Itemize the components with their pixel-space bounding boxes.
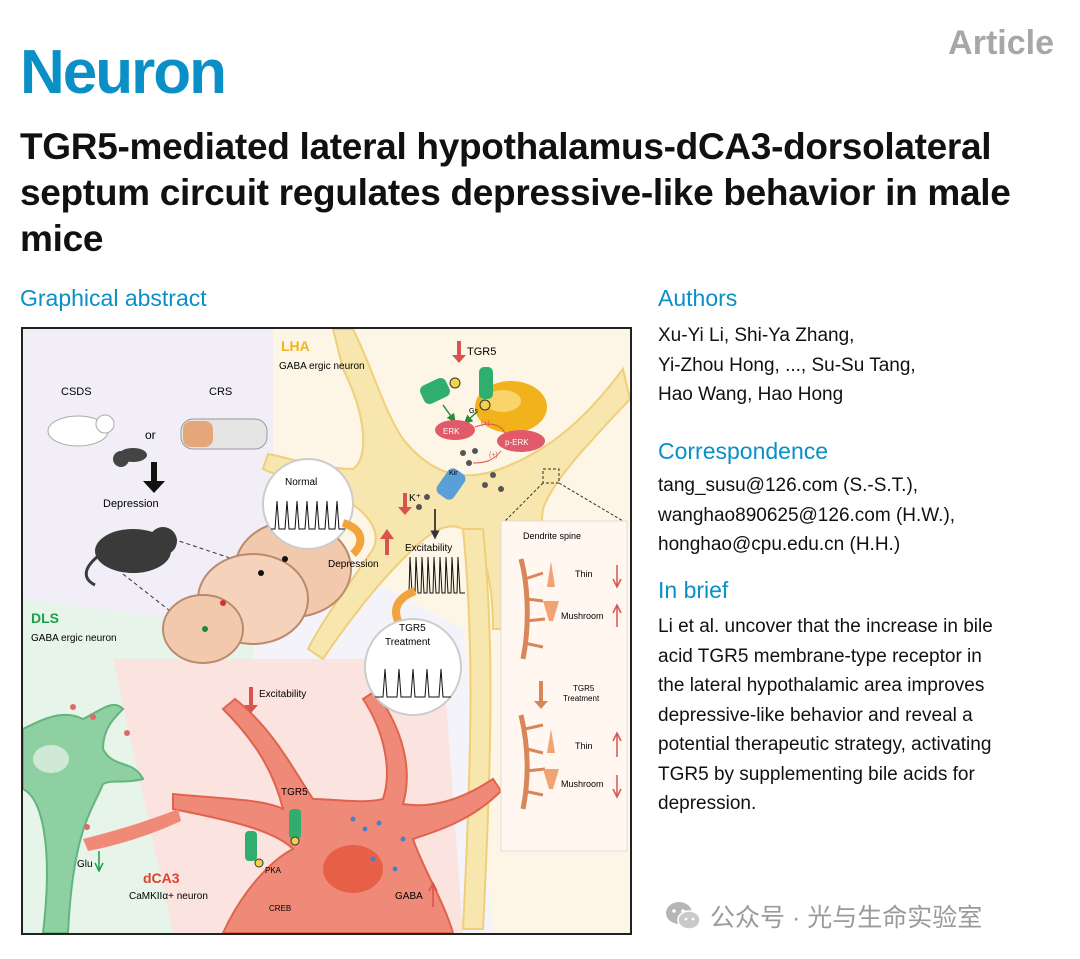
label-normal: Normal [285,477,317,488]
erk-node [435,420,475,440]
tgr5-receptor-icon [420,367,493,411]
label-or: or [145,428,156,442]
dca3-neuron-shape [83,689,503,933]
label-tgr5-treat: TGR5 [399,623,426,634]
label-dls-sub: GABA ergic neuron [31,633,117,644]
label-kir: Kir [449,470,458,477]
label-tgr5-bottom: TGR5 [281,787,308,798]
orange-arrow-icon [341,519,365,557]
dendrite-spine-panel: Dendrite spine Thin Mushroom TGR5 Treatm… [500,520,628,852]
paper-title: TGR5-mediated lateral hypothalamus-dCA3-… [20,126,1011,259]
dark-mouse-icon [84,527,177,587]
label-excitability-bottom: Excitability [259,689,306,700]
correspondence-heading: Correspondence [658,438,829,464]
high-excitability-trace [405,556,465,594]
label-kplus: K⁺ [409,493,421,504]
k-down-arrow-icon [398,493,412,515]
label-dca3: dCA3 [143,870,180,886]
label-thin-1: Thin [575,569,593,579]
in-brief-text: Li et al. uncover that the increase in b… [658,612,993,819]
label-depression-top: Depression [103,498,159,510]
label-plus-2: (+) [489,452,498,459]
label-erk: ERK [443,427,460,436]
label-creb: CREB [269,904,291,913]
label-treatment-small: Treatment [563,694,600,703]
in-brief-line: depression. [658,793,757,814]
correspondence-email-link[interactable]: honghao@cpu.edu.cn (H.H.) [658,534,901,555]
authors-heading: Authors [658,285,738,311]
watermark-text: 公众号 · 光与生命实验室 [710,904,983,932]
tgr5-treatment-panel: TGR5 Treatment [364,618,462,716]
ion-particles [460,448,504,492]
label-thin-2: Thin [575,741,593,751]
tgr5-up-arrow-icon [452,341,466,363]
label-gaba: GABA [395,891,423,902]
zoom-box [542,468,560,484]
label-glu: Glu [77,859,93,870]
label-csds: CSDS [61,386,92,398]
graphical-abstract-figure: CSDS CRS or Depression Normal Depression… [21,327,632,935]
label-tgr5-small: TGR5 [573,684,595,693]
wechat-icon [666,902,701,930]
in-brief-line: the lateral hypothalamic area improves [658,675,985,696]
gaba-vesicles [350,816,406,872]
restraint-tube-icon [180,418,268,450]
excitability-down-arrow-icon [244,687,258,713]
correspondence-email-link[interactable]: tang_susu@126.com (S.-S.T.), [658,475,919,496]
journal-name: Neuron [20,38,227,107]
orange-arrow-icon-2 [392,587,417,625]
in-brief-heading: In brief [658,577,729,603]
in-brief-line: TGR5 by supplementing bile acids for [658,763,975,785]
gaba-up-arrow-icon [428,881,438,892]
down-arrow-icon [143,462,165,493]
label-pka: PKA [265,866,282,875]
label-lha: LHA [281,338,310,354]
correspondence-list: tang_susu@126.com (S.-S.T.), wanghao8906… [658,471,955,560]
kir-channel-icon [436,468,466,500]
graphical-abstract-heading: Graphical abstract [20,285,207,311]
author-line: Hao Wang, Hao Hong [658,384,844,405]
in-brief-line: potential therapeutic strategy, activati… [658,734,992,755]
label-depression-mid: Depression [328,559,379,570]
in-brief-line: Li et al. uncover that the increase in b… [658,616,993,637]
label-tgr5-top: TGR5 [467,346,496,358]
label-mushroom-2: Mushroom [561,779,604,789]
label-treatment: Treatment [385,637,430,648]
label-dls: DLS [31,610,59,626]
glu-down-arrow-icon [94,862,104,873]
label-lha-sub: GABA ergic neuron [279,361,365,372]
normal-trace-panel: Normal [262,458,354,550]
tgr5-receptor-icon-bottom [245,809,301,868]
author-line: Xu-Yi Li, Shi-Ya Zhang, [658,325,855,346]
label-perk: p-ERK [505,438,529,447]
watermark: 公众号 · 光与生命实验室 [664,898,982,934]
label-dendrite-spine: Dendrite spine [523,531,581,541]
in-brief-line: depressive-like behavior and reveal a [658,704,973,726]
dls-neuron-shape [23,703,145,933]
label-gs: Gs [469,408,478,415]
authors-list: Xu-Yi Li, Shi-Ya Zhang, Yi-Zhou Hong, ..… [658,321,916,410]
label-plus-1: (+) [481,420,490,427]
glu-vesicles [70,704,130,830]
white-mouse-icon [47,414,147,467]
label-excitability-top: Excitability [405,543,452,554]
label-mushroom-1: Mushroom [561,611,604,621]
perk-node [497,430,545,452]
article-type-label: Article [948,24,1054,62]
in-brief-line: acid TGR5 membrane-type receptor in [658,645,982,667]
excitability-up-arrow-icon [380,529,394,555]
label-dca3-sub: CaMKIIα+ neuron [129,891,208,902]
correspondence-email-link[interactable]: wanghao890625@126.com (H.W.), [658,504,956,526]
author-line: Yi-Zhou Hong, ..., Su-Su Tang, [658,354,916,376]
label-crs: CRS [209,386,232,398]
